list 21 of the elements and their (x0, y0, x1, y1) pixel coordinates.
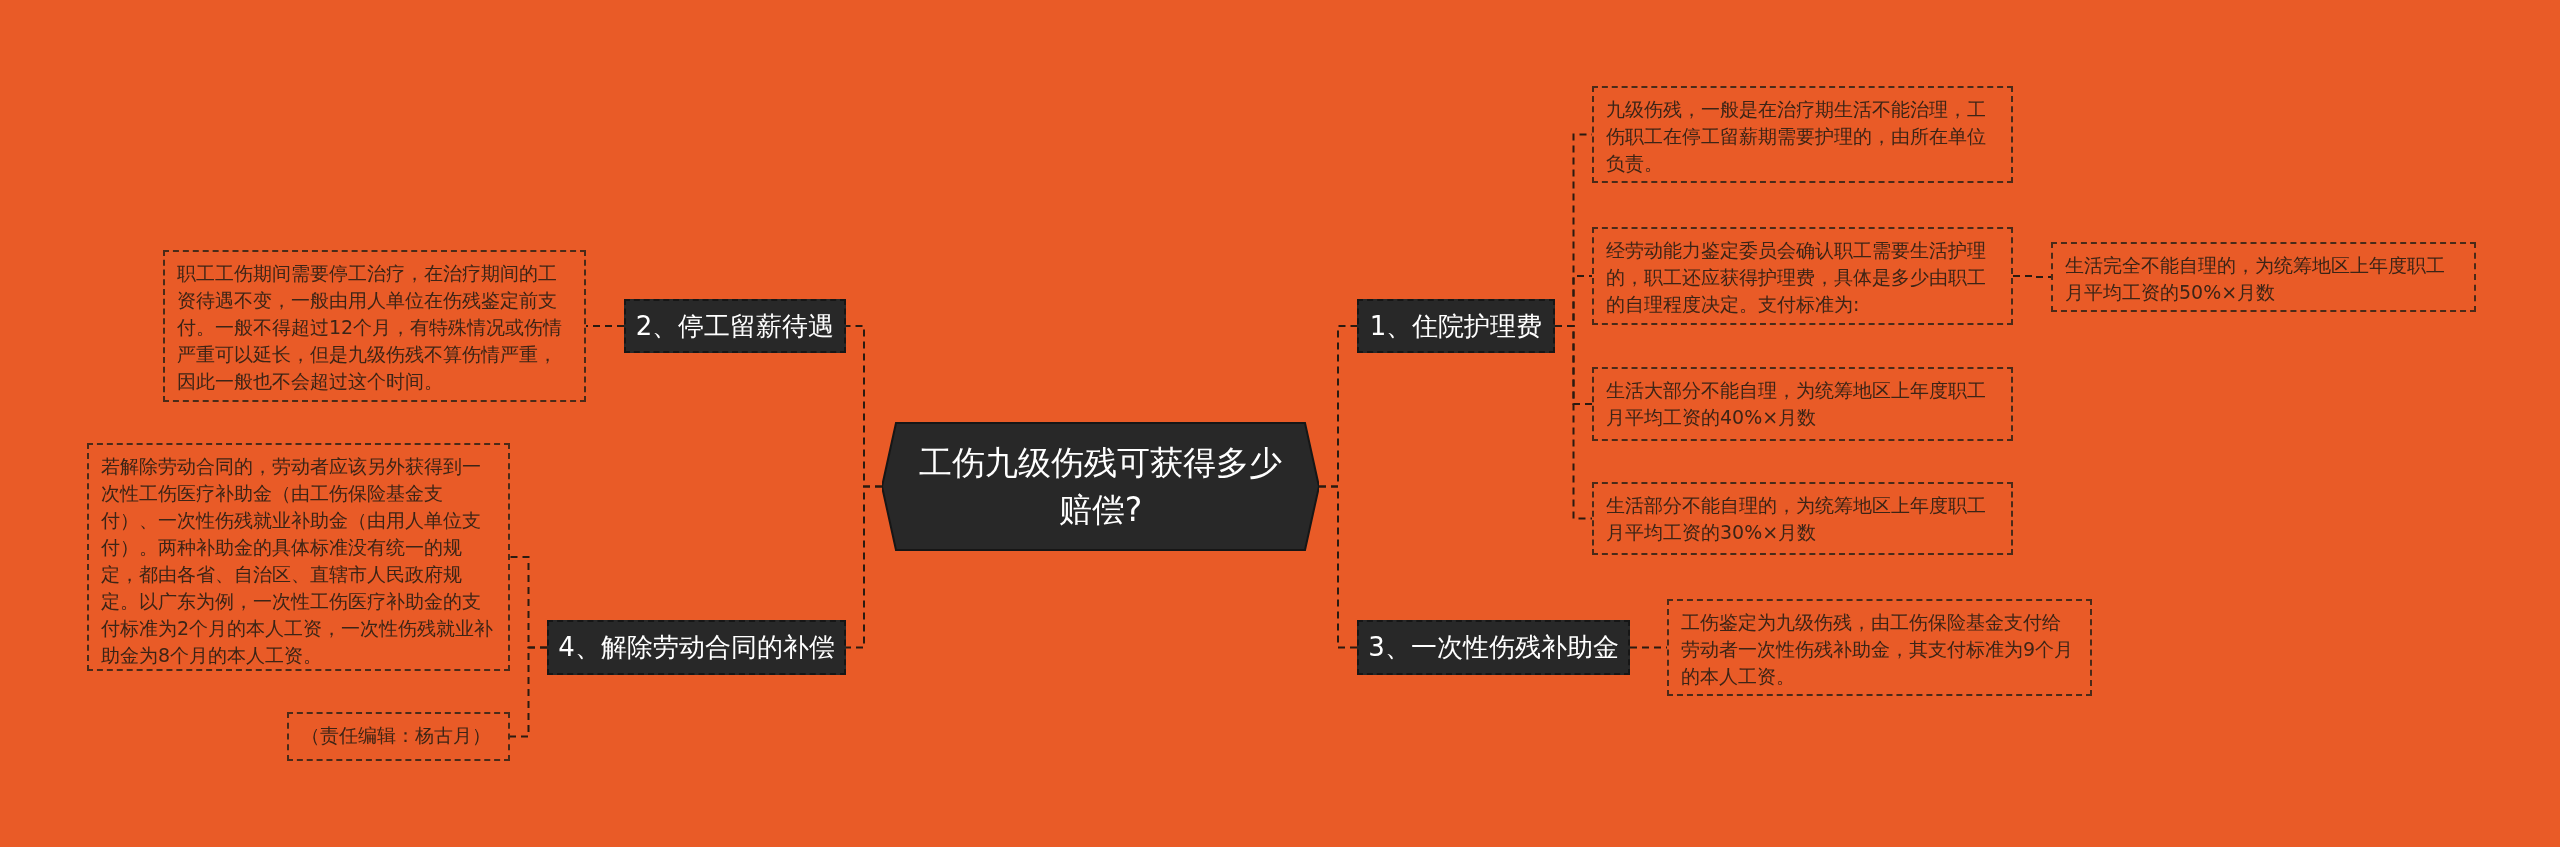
connector (1629, 646, 1668, 649)
central-topic: 工伤九级伤残可获得多少赔偿? (882, 421, 1319, 552)
note-box: 生活完全不能自理的，为统筹地区上年度职工月平均工资的50%×月数 (2051, 242, 2476, 312)
topic-box: 2、停工留薪待遇 (624, 299, 846, 353)
topic-box: 1、住院护理费 (1357, 299, 1555, 353)
note-box: 职工工伤期间需要停工治疗，在治疗期间的工资待遇不变，一般由用人单位在伤残鉴定前支付。一般不得超过12个月，有特殊情况或伤情严重可以延长，但是九级伤残不算伤情严重，因此一般也不会超过这个时间。 (163, 250, 586, 402)
note-box: 生活部分不能自理的，为统筹地区上年度职工月平均工资的30%×月数 (1592, 482, 2013, 555)
note-box: （责任编辑：杨古月） (287, 712, 510, 761)
connector (1318, 485, 1358, 649)
note-box: 经劳动能力鉴定委员会确认职工需要生活护理的，职工还应获得护理费，具体是多少由职工的自理程度决定。支付标准为: (1592, 227, 2013, 325)
connector (2012, 275, 2052, 278)
connector (509, 646, 548, 738)
note-box: 九级伤残，一般是在治疗期生活不能治理，工伤职工在停工留薪期需要护理的，由所在单位负责。 (1592, 86, 2013, 183)
note-box: 生活大部分不能自理，为统筹地区上年度职工月平均工资的40%×月数 (1592, 367, 2013, 441)
topic-box: 4、解除劳动合同的补偿 (547, 620, 846, 675)
connector (585, 325, 625, 327)
note-box: 若解除劳动合同的，劳动者应该另外获得到一次性工伤医疗补助金（由工伤保险基金支付）、一次性伤残就业补助金（由用人单位支付）。两种补助金的具体标准没有统一的规定，都由各省、自治区、直辖市人民政府规定。以广东为例，一次性工伤医疗补助金的支付标准为2个月的本人工资，一次性伤残就业补助金为8个月的本人工资。 (87, 443, 510, 671)
connector (1554, 325, 1593, 520)
connector (845, 485, 883, 649)
topic-box: 3、一次性伤残补助金 (1357, 620, 1630, 675)
note-box: 工伤鉴定为九级伤残，由工伤保险基金支付给劳动者一次性伤残补助金，其支付标准为9个月的本人工资。 (1667, 599, 2092, 696)
